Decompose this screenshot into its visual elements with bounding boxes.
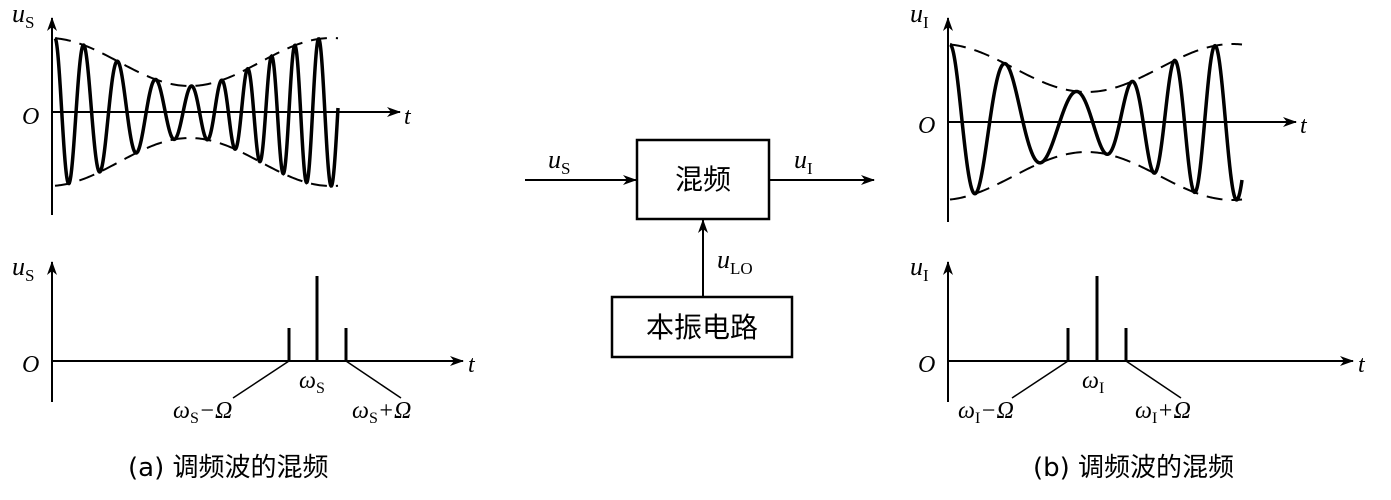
panel-b-wave-x-label: t [1300, 113, 1308, 139]
mixer-block-diagram: 混频 本振电路 uS uI uLO [525, 138, 875, 359]
panel-a-wave-y-label: uS [12, 0, 34, 32]
panel-a-fm-signal [53, 36, 340, 188]
panel-b-wave-origin: O [918, 113, 935, 139]
panel-a-waveform: O t uS [12, 0, 412, 215]
panel-b-leader-lower [1011, 360, 1069, 399]
panel-b-caption: (b) 调频波的混频 [1033, 453, 1234, 483]
panel-a-spec-origin: O [22, 352, 39, 378]
panel-b-waveform: O t uI [910, 0, 1308, 222]
local-oscillator-label: 本振电路 [646, 311, 758, 344]
panel-a-spectrum: O t uS ωS ωS−Ω ωS+Ω (a) 调频波的混频 [12, 252, 476, 483]
mixer-label: 混频 [675, 163, 731, 196]
panel-b-leader-upper [1125, 360, 1182, 399]
panel-b-envelope-top [949, 43, 1243, 93]
panel-b-spec-y-label: uI [910, 252, 929, 285]
panel-a-caption: (a) 调频波的混频 [128, 453, 329, 483]
panel-b-spec-origin: O [918, 352, 935, 378]
panel-b-upper-freq-label: ωI+Ω [1135, 398, 1191, 427]
panel-a-spec-x-label: t [468, 352, 476, 378]
panel-a-wave-origin: O [22, 104, 39, 130]
panel-a-center-freq-label: ωS [299, 368, 325, 397]
panel-a-spec-y-label: uS [12, 252, 34, 285]
output-signal-label: uI [794, 145, 813, 178]
panel-a-leader-upper [345, 360, 402, 399]
input-signal-label: uS [548, 145, 570, 178]
panel-a-wave-x-label: t [404, 104, 412, 130]
panel-b-if-signal [949, 42, 1244, 202]
panel-b-lower-freq-label: ωI−Ω [958, 398, 1014, 427]
panel-a-leader-lower [232, 360, 290, 399]
panel-b-wave-y-label: uI [910, 0, 929, 32]
lo-signal-label: uLO [717, 245, 753, 278]
panel-a-upper-freq-label: ωS+Ω [352, 398, 411, 427]
panel-a-envelope-top [54, 36, 339, 88]
panel-b-spec-x-label: t [1358, 352, 1366, 378]
panel-a-envelope-bottom [54, 136, 339, 188]
panel-a-lower-freq-label: ωS−Ω [173, 398, 232, 427]
panel-b-center-freq-label: ωI [1082, 368, 1104, 397]
panel-b-spectrum: O t uI ωI ωI−Ω ωI+Ω (b) 调频波的混频 [910, 252, 1366, 483]
